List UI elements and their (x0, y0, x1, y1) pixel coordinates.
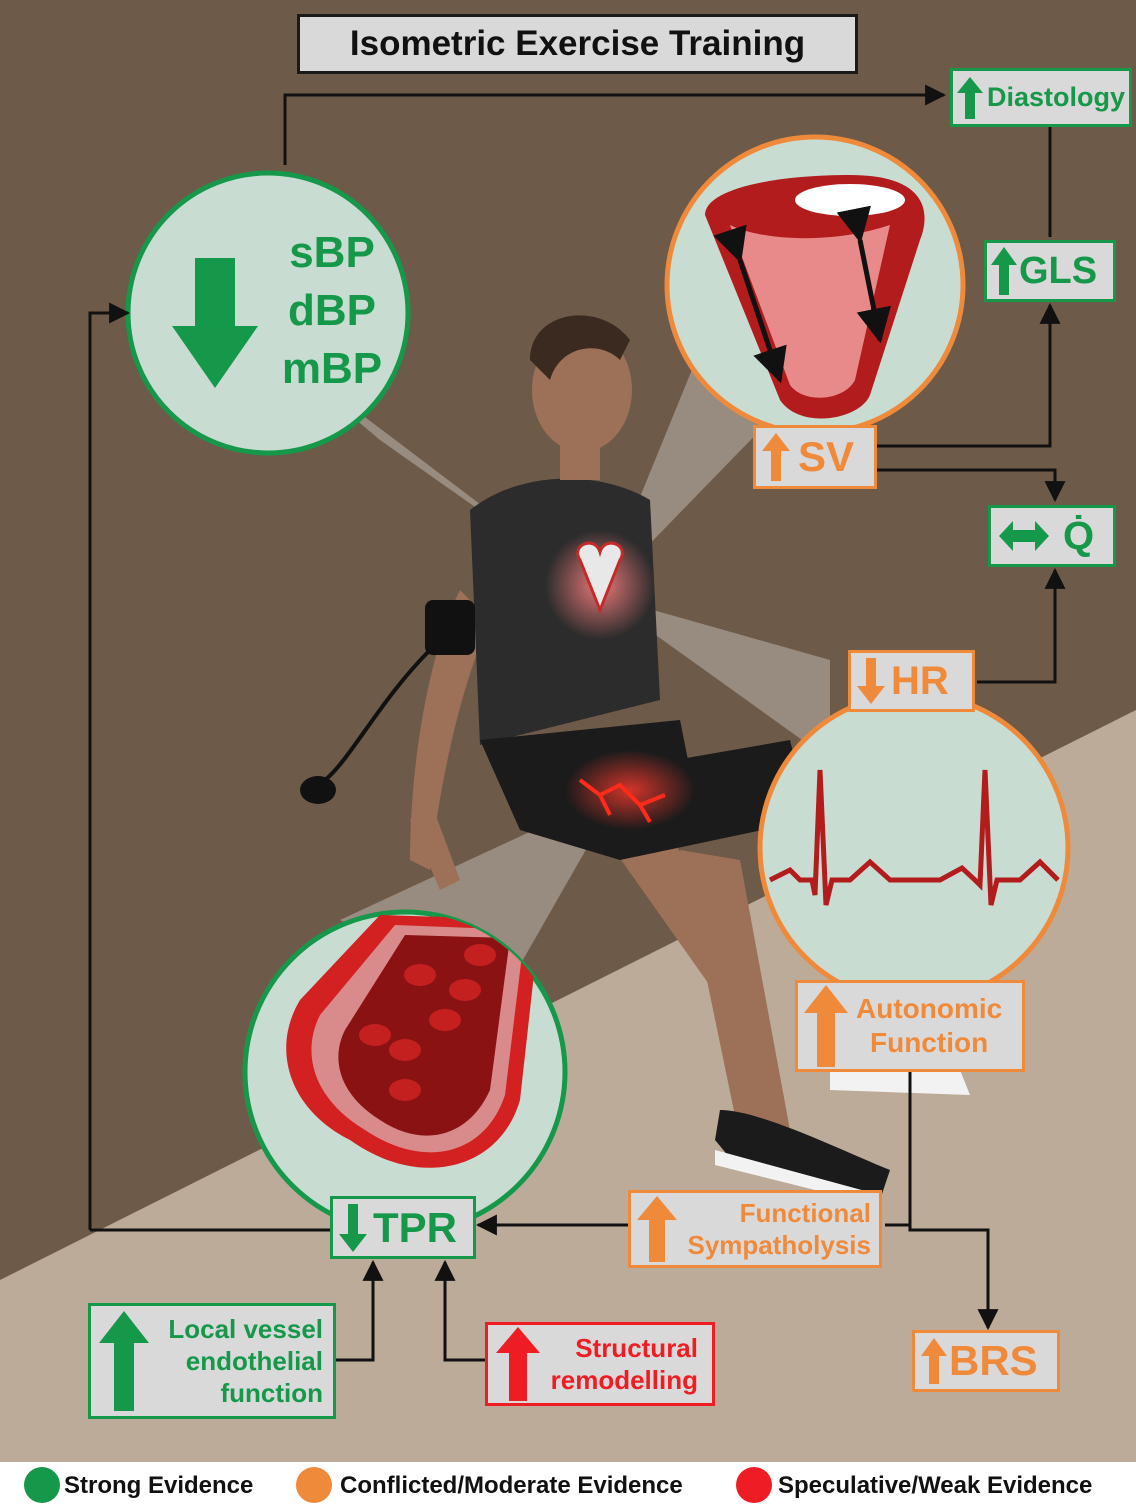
tpr-box: TPR (330, 1196, 476, 1259)
vessel-circle (245, 912, 565, 1232)
down-arrow-icon (857, 658, 885, 704)
up-arrow-icon (637, 1196, 677, 1262)
up-arrow-icon (99, 1311, 149, 1411)
hr-box: HR (848, 650, 975, 712)
up-arrow-icon (957, 77, 983, 119)
local-label-line2: endothelial (149, 1345, 323, 1377)
autonomic-function-box: Autonomic Function (795, 980, 1025, 1072)
dbp-label: dBP (272, 286, 392, 336)
legend-weak-dot (736, 1467, 772, 1503)
functional-label-line2: Sympatholysis (683, 1229, 871, 1261)
brs-box: BRS (912, 1330, 1060, 1392)
up-arrow-icon (991, 247, 1017, 295)
legend-moderate-dot (296, 1467, 332, 1503)
sv-box: SV (753, 425, 877, 489)
cardiac-output-box: Q̇ (988, 505, 1116, 567)
local-vessel-box: Local vessel endothelial function (88, 1303, 336, 1419)
structural-remodelling-box: Structural remodelling (485, 1322, 715, 1406)
local-label-line3: function (149, 1377, 323, 1409)
functional-sympatholysis-box: Functional Sympatholysis (628, 1190, 882, 1268)
legend-moderate-label: Conflicted/Moderate Evidence (340, 1472, 683, 1500)
hr-label: HR (891, 659, 949, 704)
tpr-label: TPR (373, 1204, 457, 1252)
structural-label-line1: Structural (540, 1332, 698, 1364)
up-arrow-icon (921, 1338, 947, 1384)
diastology-box: Diastology (950, 68, 1132, 127)
diastology-label: Diastology (987, 82, 1125, 113)
autonomic-label-line2: Function (856, 1026, 1002, 1060)
up-arrow-icon (804, 985, 848, 1067)
down-arrow-icon (339, 1204, 367, 1252)
mbp-label: mBP (272, 344, 392, 394)
gls-label: GLS (1019, 250, 1097, 293)
up-arrow-icon (496, 1327, 540, 1401)
up-arrow-icon (762, 433, 790, 481)
cardiac-output-label: Q̇ (1063, 514, 1094, 559)
local-label-line1: Local vessel (149, 1313, 323, 1345)
gls-box: GLS (984, 240, 1116, 302)
ecg-circle (760, 694, 1068, 1002)
sv-label: SV (798, 433, 854, 481)
legend-strong-label: Strong Evidence (64, 1472, 253, 1500)
brs-label: BRS (949, 1337, 1038, 1385)
legend-weak-label: Speculative/Weak Evidence (778, 1472, 1092, 1500)
structural-label-line2: remodelling (540, 1364, 698, 1396)
leg-vessels (565, 750, 695, 830)
sbp-label: sBP (272, 228, 392, 278)
legend-strong-dot (24, 1467, 60, 1503)
heart-circle (667, 137, 963, 433)
autonomic-label-line1: Autonomic (856, 992, 1002, 1026)
functional-label-line1: Functional (683, 1197, 871, 1229)
double-arrow-icon (999, 521, 1049, 551)
page-title: Isometric Exercise Training (297, 14, 858, 74)
